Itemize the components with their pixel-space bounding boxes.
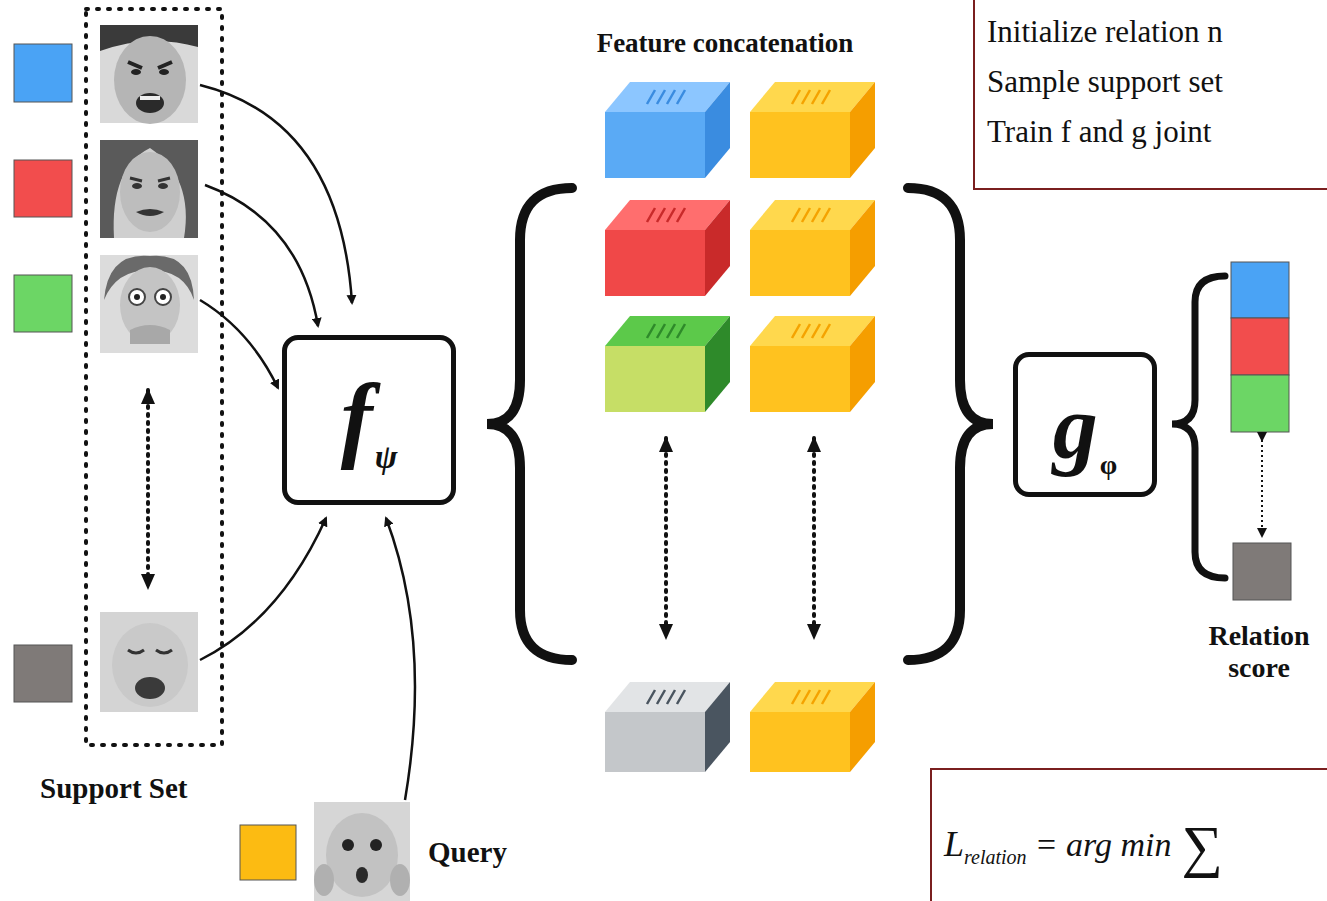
face-photo — [100, 140, 198, 238]
query-label: Query — [428, 836, 538, 869]
ellipsis-arrow — [146, 390, 150, 588]
face-photo — [100, 612, 198, 712]
node-text: = arg min — [1035, 828, 1172, 862]
loss-box: Lrelation = arg min ∑ — [930, 768, 1327, 901]
algorithm-box: Initialize relation nSample support setT… — [973, 0, 1327, 190]
class-swatches — [14, 44, 296, 880]
feature-bricks — [605, 82, 875, 772]
output-label: Relation score — [1192, 620, 1326, 684]
face-photo — [100, 25, 198, 124]
ellipsis-arrow — [1261, 440, 1263, 536]
node-text: Train f and g joint — [987, 107, 1327, 157]
node-text: φ — [1100, 451, 1117, 479]
face-photo — [100, 255, 198, 353]
node-text: g — [1053, 383, 1098, 473]
node-text: Initialize relation n — [987, 7, 1327, 57]
node-text: Sample support set — [987, 57, 1327, 107]
node-text: ψ — [375, 440, 398, 474]
braces — [487, 188, 993, 660]
encoder-box: fψ — [282, 335, 456, 505]
score-brace — [1172, 276, 1225, 578]
ellipsis-arrows — [666, 438, 814, 638]
face-photo — [314, 802, 410, 901]
node-text: L — [944, 826, 964, 862]
score-stack — [1231, 262, 1291, 600]
node-text: f — [341, 370, 373, 466]
node-text: relation — [964, 847, 1027, 867]
group-label: Support Set — [40, 772, 240, 805]
support-set-frame — [86, 9, 222, 745]
section-title: Feature concatenation — [540, 28, 910, 59]
relation-box: gφ — [1013, 352, 1157, 497]
node-text: ∑ — [1182, 818, 1223, 876]
